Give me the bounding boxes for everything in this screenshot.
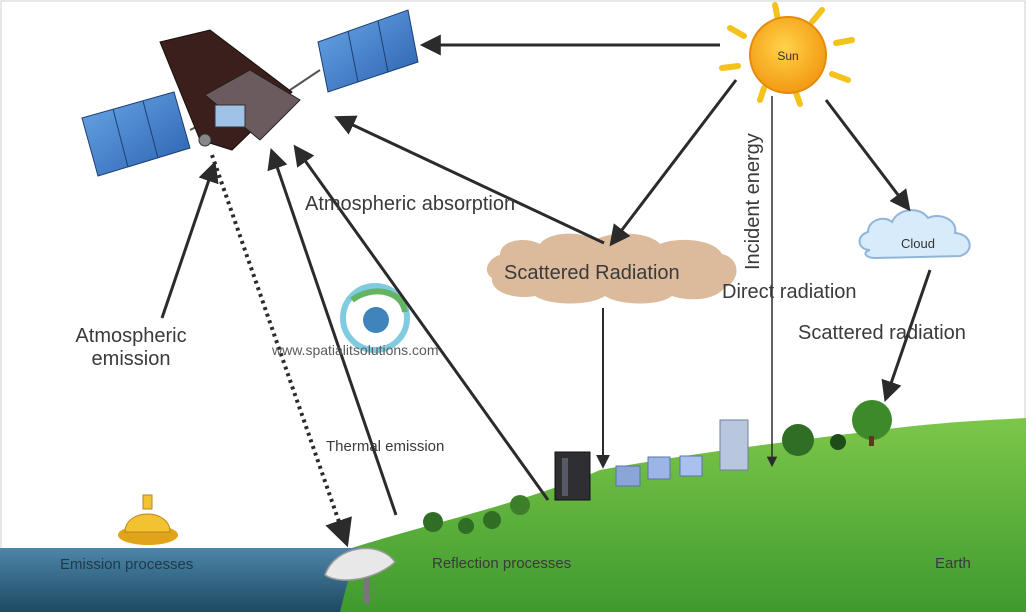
dust-cloud-icon xyxy=(486,233,737,304)
arrow-satellite-to-antenna xyxy=(210,154,352,548)
scattered-radiation-label: Scattered radiation xyxy=(798,322,966,344)
satellite-icon xyxy=(81,9,419,177)
dish-antenna-icon xyxy=(324,547,396,604)
earth-label: Earth xyxy=(935,555,971,572)
trees-icon xyxy=(423,400,892,534)
arrow-atmospheric-emission xyxy=(160,161,219,319)
arrow-thermal-emission xyxy=(267,148,398,516)
arrow-absorption-to-satellite xyxy=(334,115,605,245)
watermark-url: www.spatialitsolutions.com xyxy=(272,342,439,358)
scattered-radiation-cloud-label: Scattered Radiation xyxy=(504,262,680,284)
water-body xyxy=(0,548,360,612)
logo-icon xyxy=(340,283,410,353)
incident-energy-label: Incident energy xyxy=(742,133,764,270)
atmospheric-emission-line2: emission xyxy=(91,348,171,370)
buildings-icon xyxy=(554,419,749,501)
atmospheric-emission-line1: Atmospheric xyxy=(75,325,187,347)
arrow-sun-to-dust-cloud xyxy=(609,79,738,247)
reflection-processes-label: Reflection processes xyxy=(432,555,572,572)
thermal-emission-label: Thermal emission xyxy=(326,438,445,455)
cloud-icon xyxy=(858,209,971,260)
atmospheric-absorption-label: Atmospheric absorption xyxy=(305,193,516,215)
earth-ground xyxy=(330,418,1026,612)
arrow-sun-to-cloud xyxy=(824,99,911,212)
sun-label: Sun xyxy=(777,49,798,63)
buoy-icon xyxy=(118,494,178,545)
arrow-reflection-to-satellite xyxy=(293,144,550,501)
arrow-cloud-to-ground xyxy=(881,269,932,402)
cloud-label: Cloud xyxy=(901,236,935,251)
emission-processes-label: Emission processes xyxy=(60,556,194,573)
sun-icon xyxy=(719,2,855,107)
direct-radiation-label: Direct radiation xyxy=(722,281,857,303)
atmospheric-emission-label: Atmospheric emission xyxy=(66,325,196,371)
